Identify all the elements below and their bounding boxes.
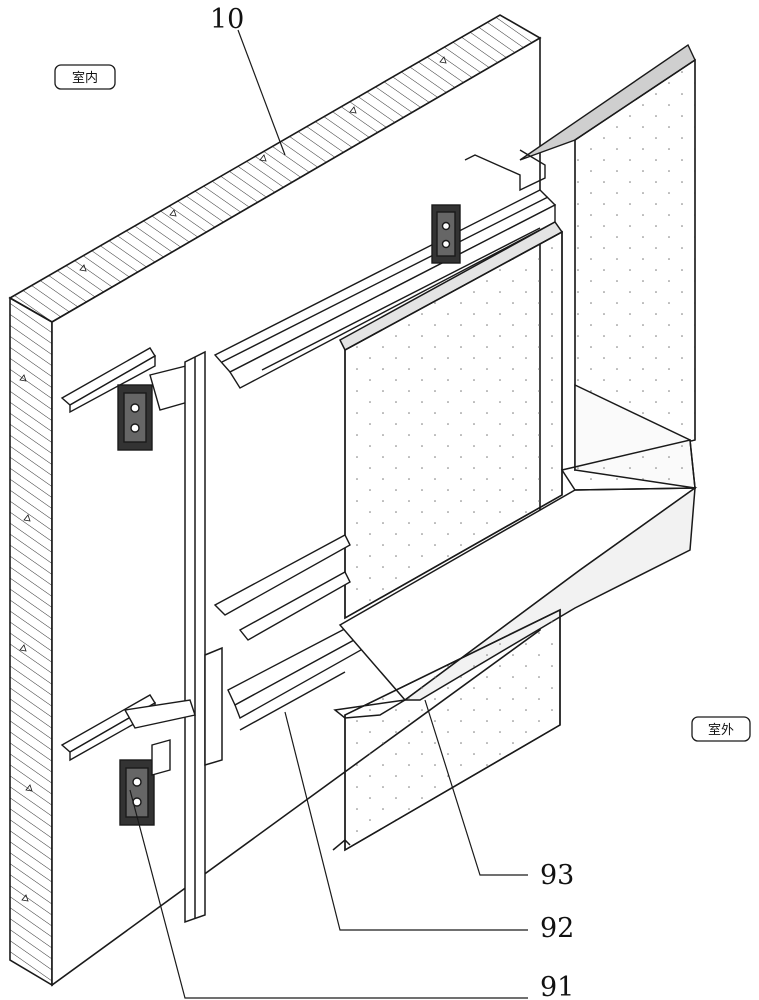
upper-bracket-left [60,347,196,451]
drip-tray [333,383,698,719]
outdoor-tag-text: 室外 [708,722,734,738]
lower-stone-panel [332,608,561,852]
ref-label-tray: 93 [540,860,574,891]
vertical-keel [184,350,223,924]
indoor-tag: 室内 [54,64,116,90]
ref-label-wall: 10 [210,4,244,35]
outdoor-tag: 室外 [691,716,751,742]
ref-label-beam: 92 [540,913,574,944]
lower-bracket [60,694,196,826]
leader-lines [129,29,528,999]
indoor-tag-text: 室内 [72,70,98,86]
ref-label-bracket: 91 [540,972,574,1000]
middle-stone-panel [339,221,564,620]
upper-bracket-right [431,204,461,264]
upper-exterior-panel [464,43,696,471]
